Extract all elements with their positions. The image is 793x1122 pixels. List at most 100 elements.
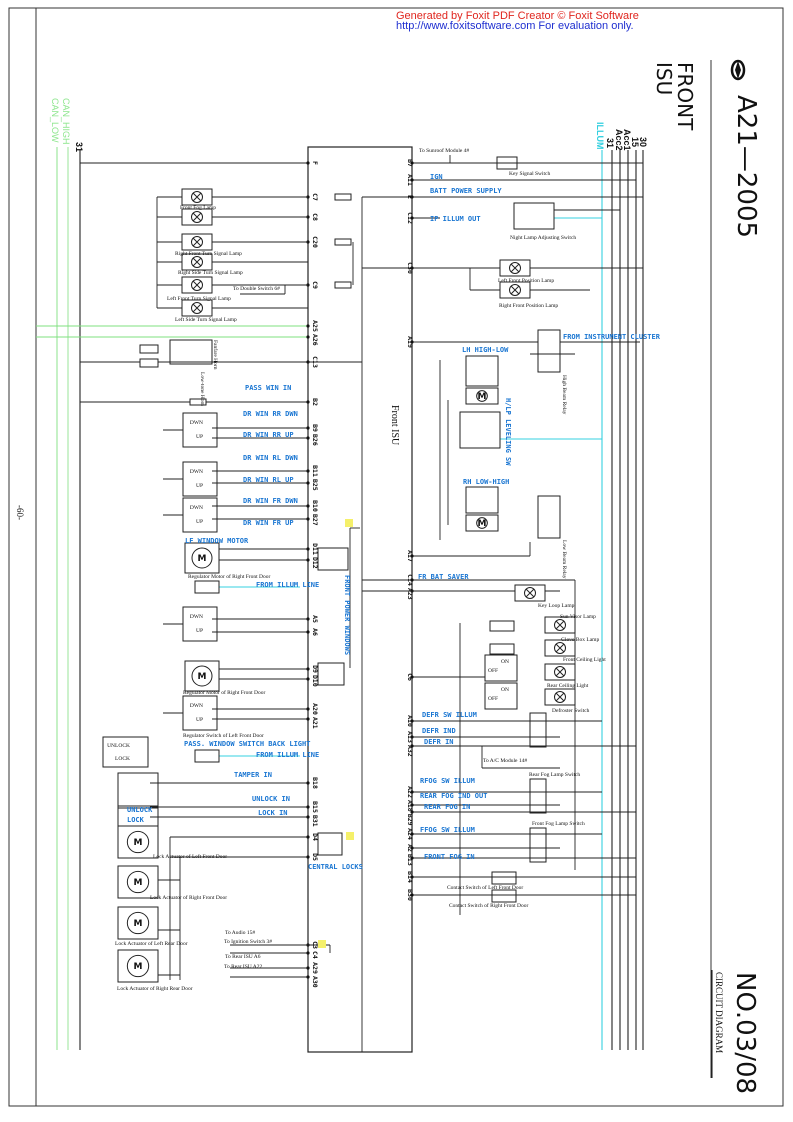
switch-term-label: UP — [196, 519, 203, 525]
lamp-icon — [554, 642, 566, 654]
junction-dot — [410, 178, 414, 182]
switch-box — [182, 606, 218, 642]
tamper-switch — [117, 772, 159, 809]
pin-label-d4: D4 — [311, 833, 319, 841]
wire-label: CENTRAL LOCKS — [308, 863, 363, 871]
pin-label-a6: A6 — [311, 628, 319, 636]
lamp-cross-icon — [192, 303, 202, 313]
lamp-icon — [191, 279, 203, 291]
lamp-icon — [191, 256, 203, 268]
component-label: Rear Ceiling Light — [547, 683, 589, 689]
switch-term-label: DWN — [190, 420, 203, 426]
horn-bracket — [169, 339, 213, 365]
central-lock-relay — [317, 832, 343, 856]
wire-label: LOCK IN — [258, 809, 288, 817]
junction-dot — [306, 400, 310, 404]
component-label: To Rear ISU A6 — [225, 954, 261, 960]
component-label: Front Ceiling Light — [563, 657, 606, 663]
motor-symbol: M — [198, 672, 207, 682]
lamp-icon — [554, 666, 566, 678]
lamp-cross-icon — [525, 588, 535, 598]
pin-label-b15: B15 — [311, 801, 319, 813]
pin-label-d11: D11 — [311, 543, 319, 555]
component-label: Glove Box Lamp — [561, 637, 599, 643]
component-label: Right Front Position Lamp — [499, 303, 558, 309]
pin-label-d12: D12 — [311, 557, 319, 569]
switch-box — [182, 412, 218, 448]
lamp-cross-icon — [192, 280, 202, 290]
switch-term-label: UP — [196, 628, 203, 634]
lamp-cross-icon — [555, 620, 565, 630]
component-label: Key Signal Switch — [509, 171, 550, 177]
pin-label-c13: C13 — [311, 356, 319, 368]
high-beam-relay — [537, 329, 561, 373]
motor-symbol: M — [478, 392, 487, 402]
component-label: Night Lamp Adjusting Switch — [510, 235, 576, 241]
pin-label-c30: C30 — [406, 262, 414, 274]
pin-label-b29: B29 — [406, 814, 414, 826]
subsection-title: ISU — [652, 62, 676, 95]
switch-term-label: DWN — [190, 505, 203, 511]
bus-label-can-low: CAN_LOW — [50, 98, 60, 143]
pin-label-d5: D5 — [311, 853, 319, 861]
fuse-icon — [334, 193, 352, 201]
wire-label: IP ILLUM OUT — [430, 215, 481, 223]
pin-label-a30: A30 — [311, 976, 319, 988]
wire-label: RH LOW-HIGH — [463, 478, 509, 486]
lamp-icon — [191, 302, 203, 314]
key-signal-switch — [496, 156, 518, 170]
motor-symbol: M — [478, 519, 487, 529]
ceiling-switch-off-label: OFF — [488, 668, 498, 674]
ceiling-switch-on-label: ON — [501, 687, 509, 693]
wire-label: REAR FOG IND OUT — [420, 792, 487, 800]
junction-dot — [410, 719, 414, 723]
sheet-frame — [8, 7, 784, 1107]
pin-label-b2: B2 — [311, 398, 319, 406]
document-type: CIRCUIT DIAGRAM — [714, 972, 724, 1053]
defroster-switch — [529, 712, 547, 748]
front-fog-lamp-switch — [529, 827, 547, 863]
switch-box — [182, 461, 218, 497]
junction-dot — [306, 547, 310, 551]
bus-label-acc1: Acc1 — [622, 129, 632, 151]
component-label: High Beam Relay — [561, 375, 567, 415]
connector-marker — [318, 940, 326, 948]
junction-dot — [410, 744, 414, 748]
wire-label: FFOG SW ILLUM — [420, 826, 475, 834]
door-lock-switch — [102, 736, 149, 768]
pin-label-c8: C8 — [311, 213, 319, 221]
bus-label-15: 15 — [630, 137, 640, 147]
lamp-cross-icon — [555, 692, 565, 702]
pin-label-c14: C14 — [406, 574, 414, 586]
lock-switch-unlock-label: UNLOCK — [127, 806, 153, 814]
bus-label-31-left: 31 — [74, 142, 84, 152]
junction-dot — [306, 975, 310, 979]
watermark-line2: http://www.foxitsoftware.com For evaluat… — [396, 20, 634, 32]
wire-label: DR WIN RR UP — [243, 431, 294, 439]
bus-label-acc2: Acc2 — [614, 129, 624, 151]
pin-label-b11: B11 — [311, 465, 319, 477]
motor-symbol: M — [134, 962, 143, 972]
switch-term-label: DWN — [190, 469, 203, 475]
section-title: FRONT — [673, 62, 697, 131]
switch-term-label: UP — [196, 483, 203, 489]
pin-label-b26: B26 — [311, 434, 319, 446]
horn-icon — [139, 344, 159, 354]
watermark-line1: Generated by Foxit PDF Creator © Foxit S… — [396, 10, 639, 22]
pin-label-a25: A25 — [311, 320, 319, 332]
pin-label-a32: A32 — [406, 745, 414, 757]
junction-dot — [306, 951, 310, 955]
sheet-number: NO.03/08 — [730, 972, 760, 1094]
switch-box — [182, 695, 218, 731]
pin-label-d9: D9 — [311, 665, 319, 673]
pin-label-f: F — [311, 161, 319, 165]
wire-label: RFOG SW ILLUM — [420, 777, 475, 785]
component-label: Lock Actuator of Left Rear Door — [115, 940, 188, 947]
component-label: Lock Actuator of Left Front Door — [153, 853, 227, 860]
pin-label-a22: A22 — [406, 786, 414, 798]
junction-dot — [306, 324, 310, 328]
model-number: A21—2005 — [731, 95, 761, 238]
wire-label: FR BAT SAVER — [418, 573, 469, 581]
junction-dot — [410, 735, 414, 739]
